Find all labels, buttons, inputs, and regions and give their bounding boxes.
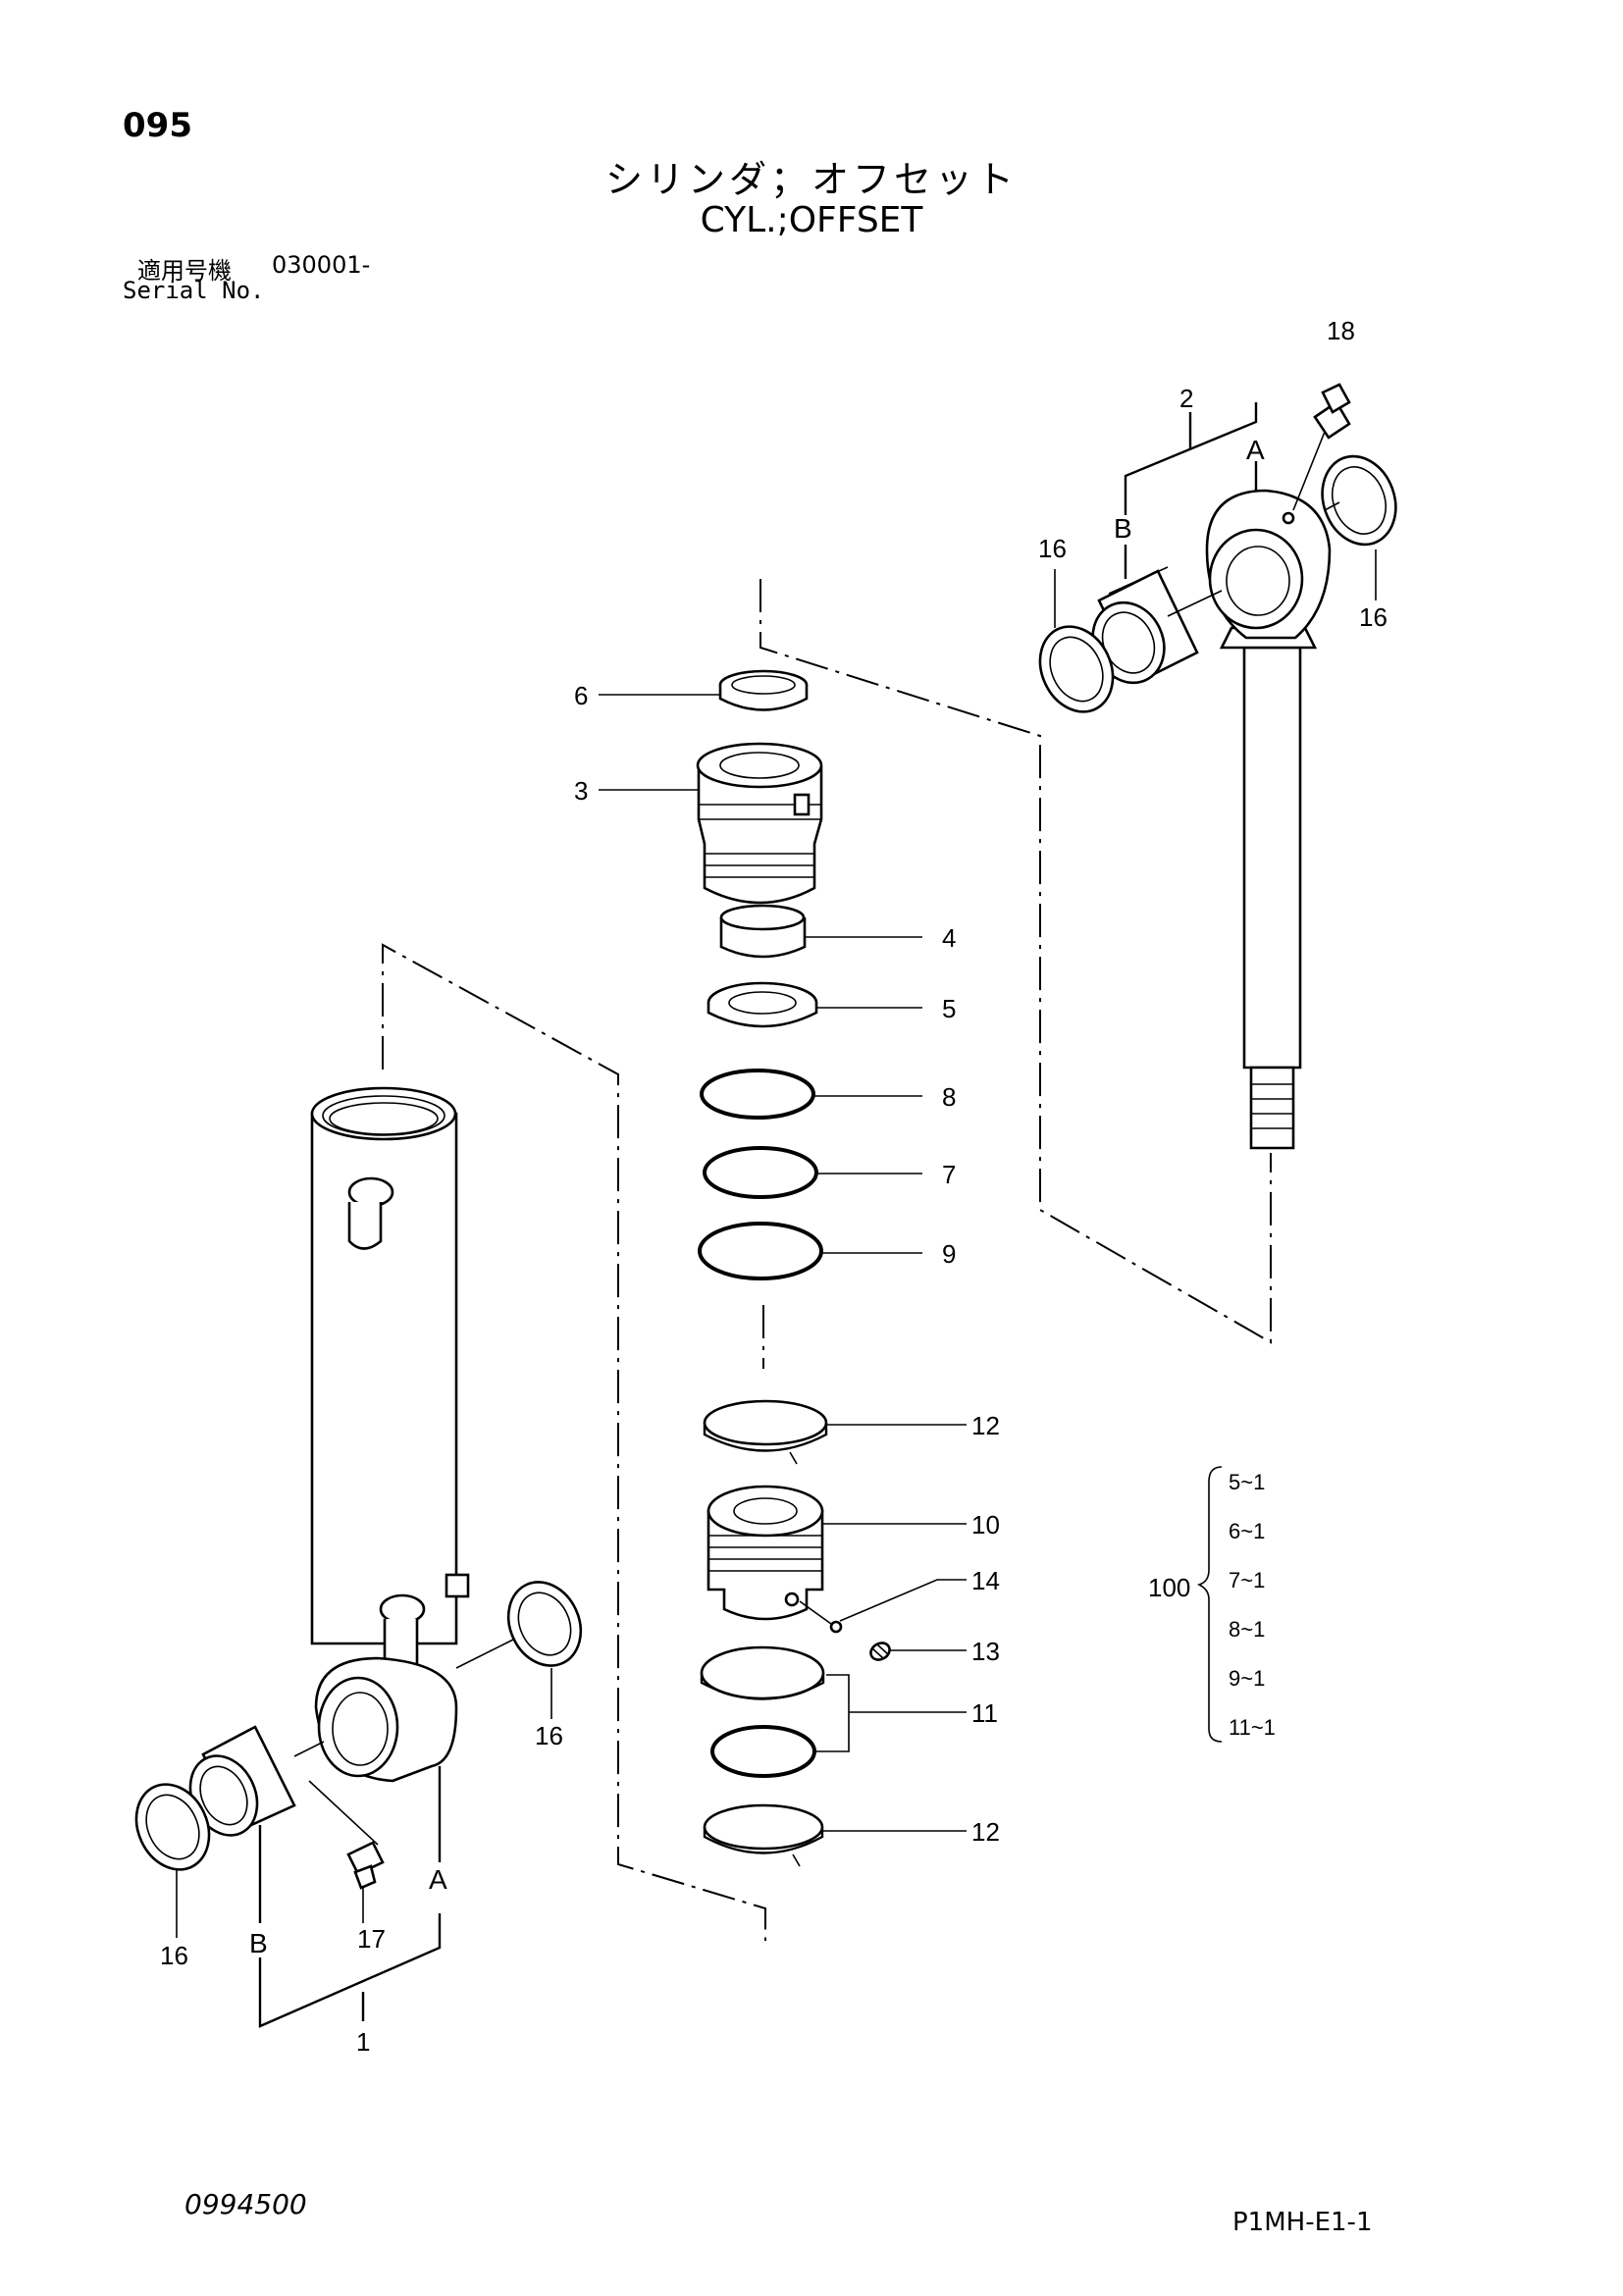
part-13-set-screw — [869, 1642, 891, 1661]
callout-14: 14 — [971, 1566, 1000, 1595]
callout-17: 17 — [357, 1924, 386, 1954]
kit-item: 11~1 — [1229, 1715, 1276, 1740]
callout-11: 11 — [971, 1698, 998, 1728]
kit-item: 8~1 — [1229, 1617, 1265, 1642]
callout-16-rod-right: 16 — [1359, 602, 1387, 632]
callout-16-rod-left: 16 — [1038, 534, 1067, 563]
kit-number: 100 — [1148, 1573, 1190, 1602]
serial-value: 030001- — [272, 251, 371, 279]
part-10-piston — [707, 1485, 824, 1621]
part-11-slide-ring — [700, 1645, 825, 1778]
callout-1: 1 — [356, 2027, 370, 2057]
callout-12-top: 12 — [971, 1411, 1000, 1440]
dust-seal-tube-left — [134, 1783, 211, 1871]
bushing-tube — [188, 1725, 296, 1837]
callout-8: 8 — [942, 1082, 956, 1112]
part-5-u-ring — [707, 981, 818, 1028]
dust-seal-rod-left — [1038, 625, 1115, 713]
part-4-bushing — [719, 904, 807, 959]
callout-18: 18 — [1327, 316, 1355, 345]
callout-12-bottom: 12 — [971, 1817, 1000, 1847]
part-7-backup-ring — [703, 1146, 818, 1199]
piston-rod — [1205, 489, 1332, 1150]
dust-seal-tube-right — [506, 1581, 583, 1667]
callout-7: 7 — [942, 1160, 956, 1189]
kit-item: 9~1 — [1229, 1666, 1265, 1691]
kit-item: 7~1 — [1229, 1568, 1265, 1592]
page-code: P1MH-E1-1 — [1232, 2208, 1373, 2237]
kit-item: 6~1 — [1229, 1519, 1265, 1543]
grease-nipple-tube — [346, 1841, 385, 1890]
dust-seal-rod-right — [1321, 454, 1397, 547]
kit-item: 5~1 — [1229, 1470, 1265, 1494]
part-12-wear-ring-bottom — [703, 1803, 824, 1867]
callout-a-tube: A — [429, 1864, 447, 1895]
part-12-wear-ring-top — [703, 1399, 828, 1465]
part-6-dust-seal — [718, 669, 809, 711]
part-8-o-ring — [700, 1069, 815, 1120]
kit-list: 100 5~1 6~1 7~1 8~1 9~1 11~1 — [1148, 1466, 1276, 1743]
assembly-line-rod — [759, 579, 1272, 1344]
page-title-japanese: シリンダ；オフセット — [604, 158, 1018, 201]
part-9-o-ring — [698, 1222, 823, 1280]
callout-16-tube-left: 16 — [160, 1941, 188, 1970]
page-number: 095 — [123, 106, 192, 145]
callout-b-tube: B — [249, 1928, 268, 1958]
grease-nipple-rod — [1292, 383, 1351, 511]
callout-10: 10 — [971, 1510, 1000, 1539]
callout-9: 9 — [942, 1239, 956, 1269]
callout-13: 13 — [971, 1637, 1000, 1666]
cylinder-tube — [310, 1086, 470, 1783]
callout-6: 6 — [574, 681, 588, 710]
callout-4: 4 — [942, 923, 956, 953]
callout-16-tube-right: 16 — [535, 1721, 563, 1750]
callout-b-rod: B — [1114, 513, 1132, 544]
bracket-tube — [258, 1913, 442, 2028]
assembly-line-tube — [382, 943, 766, 1941]
part-3-rod-cover — [696, 742, 823, 905]
callout-a-rod: A — [1246, 435, 1265, 465]
serial-label-english: Serial No. — [123, 277, 265, 304]
callout-5: 5 — [942, 994, 956, 1023]
document-code: 0994500 — [184, 2188, 307, 2220]
callout-3: 3 — [574, 776, 588, 806]
page-title-english: CYL.;OFFSET — [700, 200, 923, 240]
callout-2: 2 — [1179, 384, 1193, 413]
serial-label-japanese: 適用号機 — [137, 257, 232, 285]
part-14-steel-ball — [829, 1620, 843, 1634]
